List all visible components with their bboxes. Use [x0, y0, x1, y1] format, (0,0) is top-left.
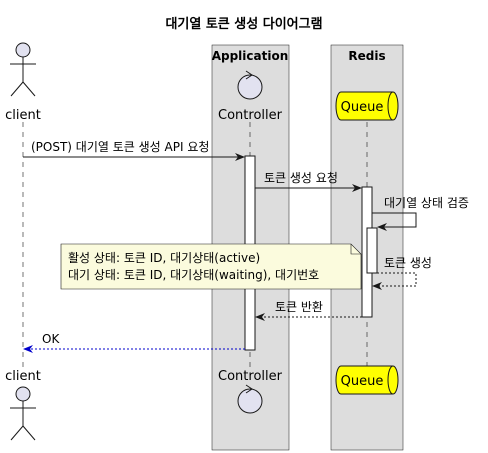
- message-token-return-label: 토큰 반환: [275, 300, 323, 314]
- application-box-label: Application: [212, 49, 289, 63]
- queue-top-icon: [335, 91, 399, 121]
- status-note-line-waiting: 대기 상태: 토큰 ID, 대기상태(waiting), 대기번호: [68, 268, 319, 282]
- queue-bottom-icon: [335, 365, 399, 395]
- message-queue-state-check-label: 대기열 상태 검증: [384, 196, 469, 210]
- message-ok-label: OK: [42, 332, 60, 346]
- controller-label-bottom: Controller: [218, 369, 283, 384]
- client-actor-top-icon: [10, 42, 36, 97]
- queue-label-top: Queue: [341, 100, 384, 115]
- controller-label-top: Controller: [218, 108, 283, 123]
- controller-control-bottom-icon: [237, 384, 263, 414]
- diagram-title: 대기열 토큰 생성 다이어그램: [165, 16, 322, 32]
- queue-nested-activation: [366, 227, 378, 274]
- queue-label-bottom: Queue: [341, 374, 384, 389]
- status-note: [60, 243, 362, 290]
- message-token-generate-label: 토큰 생성: [384, 256, 432, 270]
- client-actor-bottom-icon: [10, 386, 36, 441]
- status-note-line-active: 활성 상태: 토큰 ID, 대기상태(active): [68, 251, 260, 265]
- message-queue-state-check-arrow: [372, 212, 417, 231]
- message-api-request-label: (POST) 대기열 토큰 생성 API 요청: [31, 140, 209, 154]
- controller-control-top-icon: [237, 70, 263, 100]
- client-label-top: client: [5, 108, 41, 123]
- message-token-generate-arrow: [372, 272, 417, 290]
- client-label-bottom: client: [5, 369, 41, 384]
- message-token-create-request-label: 토큰 생성 요청: [264, 171, 338, 185]
- redis-box-label: Redis: [348, 49, 385, 63]
